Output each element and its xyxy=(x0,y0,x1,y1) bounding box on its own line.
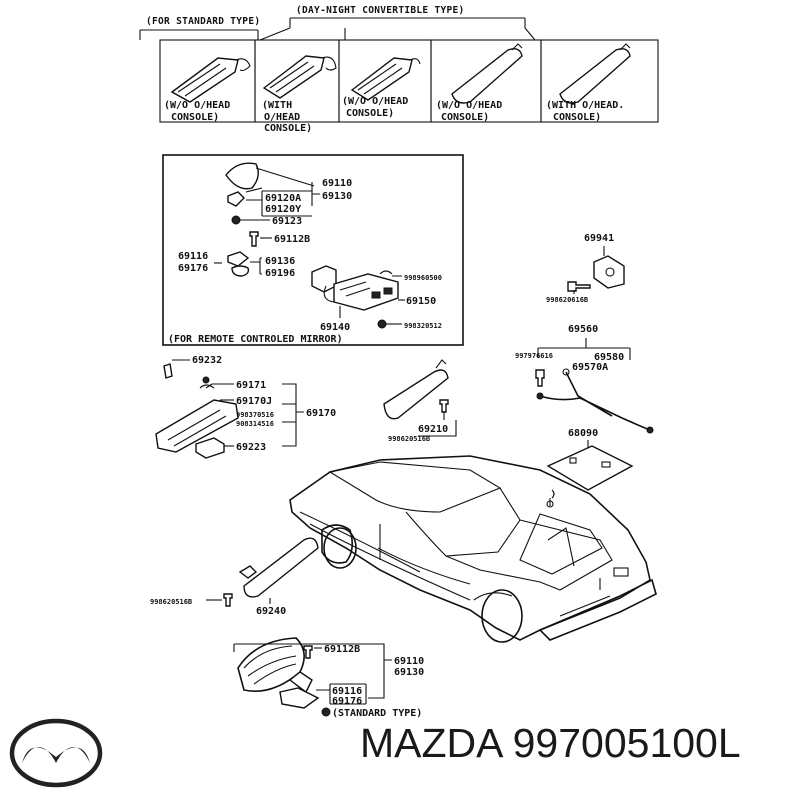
label-69170: 69170 xyxy=(306,408,336,419)
brand-footer: MAZDA 997005100L xyxy=(0,712,800,792)
left-part-group: 69232 69171 69170J 998370516 908314516 6… xyxy=(155,355,457,459)
standard-type-caption: (STANDARD TYPE) xyxy=(332,708,422,719)
header-standard-type: (FOR STANDARD TYPE) xyxy=(146,16,260,27)
label-69120a: 69120A xyxy=(265,193,301,204)
variant-box-5 xyxy=(540,39,659,123)
label-998620616b: 998620616B xyxy=(546,296,588,304)
label-998320512: 998320512 xyxy=(404,322,442,330)
sun-visor-icon xyxy=(451,43,523,104)
cover-icon xyxy=(231,265,250,277)
label-69110: 69110 xyxy=(394,656,424,667)
screw-icon xyxy=(223,593,233,607)
bolt-icon xyxy=(439,399,449,413)
lamp-lens-icon xyxy=(163,363,173,379)
bolt-icon xyxy=(249,231,259,247)
stay-rod-icon xyxy=(539,371,651,431)
standard-mirror-group: 69112B 69110 69130 69116 69176 (STANDARD… xyxy=(233,637,424,719)
brand-part-number: MAZDA 997005100L xyxy=(360,720,741,766)
lower-visor-group: 998620516B 69240 xyxy=(150,537,319,617)
label-68090: 68090 xyxy=(568,428,598,439)
label-69150: 69150 xyxy=(406,296,436,307)
mirror-motor-icon xyxy=(311,265,337,293)
label-69140: 69140 xyxy=(320,322,350,333)
bracket-day-night xyxy=(259,17,536,41)
bracket-standard xyxy=(139,29,259,40)
bolt-icon xyxy=(303,645,313,659)
visor-holder-icon xyxy=(593,255,625,289)
header-day-night-type: (DAY-NIGHT CONVERTIBLE TYPE) xyxy=(296,5,465,16)
label-69130: 69130 xyxy=(322,191,352,202)
rear-mirror-icon xyxy=(262,55,337,99)
overhead-console-icon xyxy=(155,399,239,453)
rear-mirror-icon xyxy=(170,57,251,103)
car-illustration xyxy=(289,455,657,643)
hinge-icon xyxy=(238,565,258,579)
label-998960500: 998960500 xyxy=(404,274,442,282)
rear-mirror-icon xyxy=(350,57,421,101)
label-69240: 69240 xyxy=(256,606,286,617)
label-69196: 69196 xyxy=(265,268,295,279)
gasket-icon xyxy=(227,251,250,267)
clip-icon xyxy=(227,191,245,207)
label-69120y: 69120Y xyxy=(265,204,301,215)
mirror-glass-icon xyxy=(225,162,259,190)
screw-icon xyxy=(377,319,387,329)
mazda-logo-icon xyxy=(9,718,103,788)
label-69170j: 69170J xyxy=(236,396,272,407)
label-997976616: 997976616 xyxy=(515,352,553,360)
remote-mirror-frame xyxy=(162,154,464,346)
label-69136: 69136 xyxy=(265,256,295,267)
label-69176: 69176 xyxy=(178,263,208,274)
label-998370516: 998370516 xyxy=(236,411,274,419)
label-69112b: 69112B xyxy=(324,644,360,655)
screw-icon xyxy=(567,281,591,292)
mirror-base-icon xyxy=(279,687,320,709)
sun-visor-icon xyxy=(559,43,631,104)
label-69112b: 69112B xyxy=(274,234,310,245)
label-69116: 69116 xyxy=(332,686,362,697)
sun-visor-icon xyxy=(383,369,449,420)
sun-visor-icon xyxy=(243,537,319,598)
rear-mirror-icon xyxy=(237,637,305,692)
label-69116: 69116 xyxy=(178,251,208,262)
label-69560: 69560 xyxy=(568,324,598,335)
label-69110: 69110 xyxy=(322,178,352,189)
remote-mirror-caption: (FOR REMOTE CONTROLED MIRROR) xyxy=(168,334,343,345)
top-variant-section: (FOR STANDARD TYPE) (DAY-NIGHT CONVERTIB… xyxy=(139,5,659,134)
label-69941: 69941 xyxy=(584,233,614,244)
trim-panel-icon xyxy=(546,445,634,491)
label-998620516b: 998620516B xyxy=(388,435,430,443)
label-69223: 69223 xyxy=(236,442,266,453)
label-69176: 69176 xyxy=(332,696,362,707)
label-69123: 69123 xyxy=(272,216,302,227)
mirror-stay-icon xyxy=(288,671,313,694)
label-908314516: 908314516 xyxy=(236,420,274,428)
label-69210: 69210 xyxy=(418,424,448,435)
right-part-group: 69941 998620616B 69560 997976616 69580 6… xyxy=(515,233,654,491)
label-69580: 69580 xyxy=(594,352,624,363)
label-998620516b: 998620516B xyxy=(150,598,192,606)
label-69171: 69171 xyxy=(236,380,266,391)
remote-mirror-group: 69120A 69120Y 69110 69130 69123 69112B 6… xyxy=(162,154,464,346)
clip-icon xyxy=(535,369,545,387)
lamp-housing-icon xyxy=(195,437,225,459)
screw-icon xyxy=(231,215,241,225)
label-69570a: 69570A xyxy=(572,362,608,373)
label-69232: 69232 xyxy=(192,355,222,366)
variant-label: (WITH O/HEAD.CONSOLE) xyxy=(546,100,624,123)
label-69130: 69130 xyxy=(394,667,424,678)
